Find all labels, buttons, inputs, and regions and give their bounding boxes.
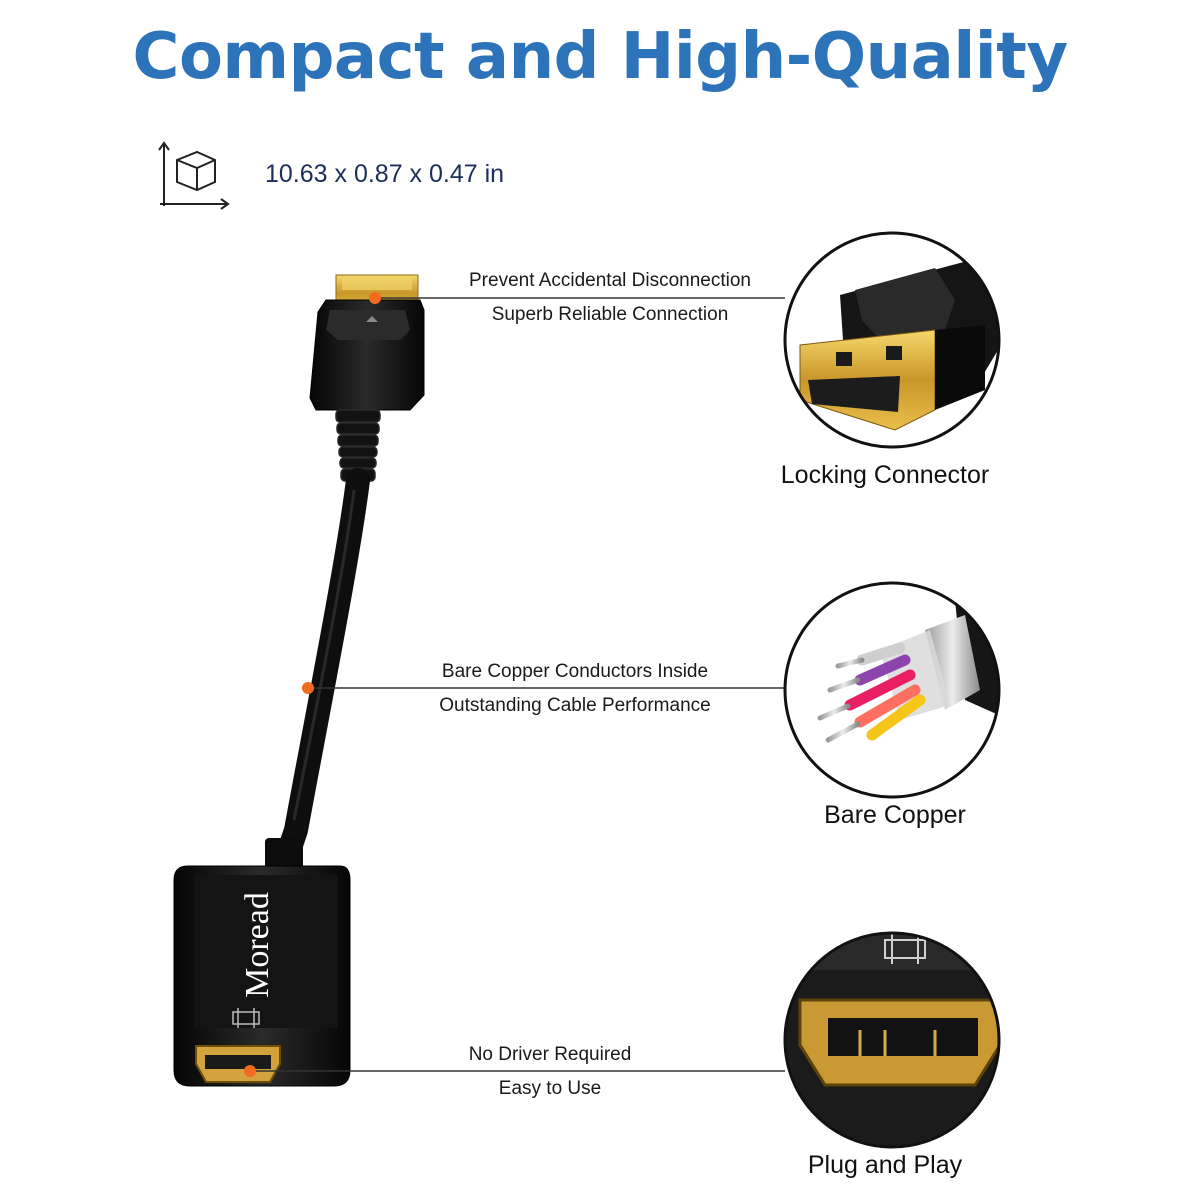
feature-1-line2: Superb Reliable Connection [491, 304, 729, 325]
feature-1-caption: Locking Connector [780, 461, 990, 489]
feature-2-line1: Bare Copper Conductors Inside [441, 661, 709, 682]
displayport-connector [309, 274, 425, 482]
feature-2-caption: Bare Copper [824, 801, 966, 829]
hdmi-port-closeup [783, 931, 1001, 1149]
bare-copper-closeup [783, 581, 1001, 799]
feature-3-caption: Plug and Play [807, 1151, 963, 1179]
feature-3-line2: Easy to Use [498, 1078, 602, 1099]
dimensions-text: 10.63 x 0.87 x 0.47 in [265, 160, 505, 188]
brand-label: Moread [239, 892, 276, 998]
box-dimensions-icon [158, 141, 230, 210]
hdmi-adapter: Moread [173, 865, 351, 1087]
page-title: Compact and High-Quality [132, 20, 1068, 94]
feature-2-line2: Outstanding Cable Performance [439, 695, 711, 716]
locking-connector-closeup [783, 231, 1001, 449]
feature-1-line1: Prevent Accidental Disconnection [469, 270, 751, 291]
feature-3-line1: No Driver Required [468, 1044, 632, 1065]
